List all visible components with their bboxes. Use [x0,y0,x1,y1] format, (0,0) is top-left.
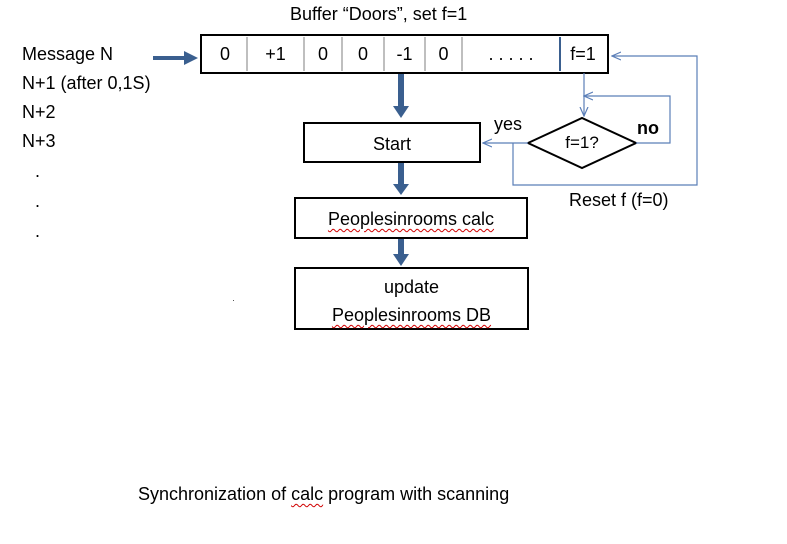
caption: Synchronization of calc program with sca… [138,483,509,505]
update-label-line2: Peoplesinrooms DB [295,304,528,326]
buffer-cell: -1 [396,44,413,64]
message-item: . [35,221,41,241]
caption-prefix: Synchronization of [138,484,292,504]
buffer-cell-ellipsis: . . . . . [488,44,534,64]
calc-label-text: Peoplesinrooms calc [327,209,495,229]
message-item: . [35,191,41,211]
start-label: Start [372,134,411,154]
buffer-cell: 0 [357,44,368,64]
connector-no-loop [584,96,671,144]
buffer-cell: 0 [438,44,449,64]
update-label-line1: update [383,277,440,297]
buffer-box [200,34,609,74]
message-item: Message N [22,44,114,64]
caption-word: calc [291,484,324,504]
buffer-title: Buffer “Doors”, set f=1 [290,4,468,24]
start-box [303,122,481,163]
buffer-cell-flag: f=1 [570,44,596,64]
reset-label: Reset f (f=0) [569,190,669,210]
message-item: . [35,161,41,181]
update-box [294,267,529,330]
arrow-start-to-calc [393,163,409,195]
caption-suffix: program with scanning [323,484,510,504]
message-item: N+3 [22,131,56,151]
message-item: N+1 (after 0,1S) [22,73,151,93]
buffer-cell: 0 [317,44,328,64]
calc-label: Peoplesinrooms calc [295,208,527,230]
update-label-line2-text: Peoplesinrooms DB [331,305,492,325]
decision-label: f=1? [565,133,599,152]
message-item: N+2 [22,102,56,122]
arrow-calc-to-update [393,239,409,266]
connector-reset-loop [512,56,698,186]
buffer-cell: 0 [219,44,230,64]
arrow-buffer-to-start [393,74,409,118]
calc-box [294,197,528,239]
input-arrow [153,51,198,65]
buffer-cell: +1 [265,44,286,64]
no-label: no [637,118,659,138]
yes-label: yes [494,114,523,134]
